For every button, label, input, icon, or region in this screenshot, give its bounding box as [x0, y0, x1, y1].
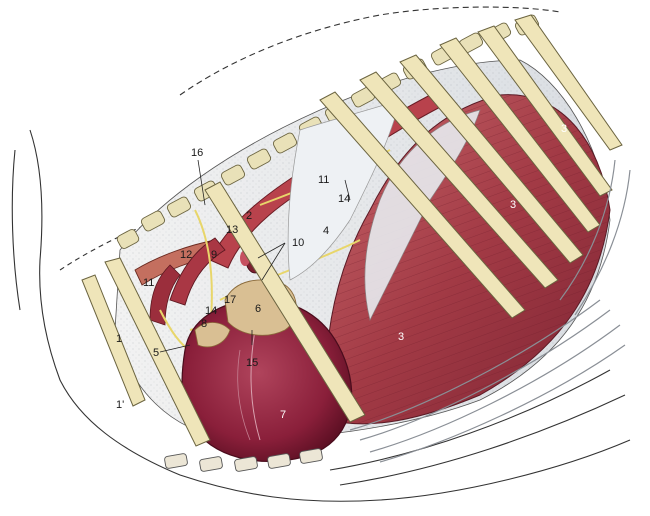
label-2: 2: [246, 210, 252, 222]
label-9: 9: [211, 249, 217, 261]
label-10: 10: [292, 237, 304, 249]
label-3-middle: 3: [510, 199, 516, 211]
label-3-upper: 3: [561, 123, 567, 135]
body-outline: [11, 6, 631, 502]
label-13: 13: [226, 224, 238, 236]
sternum: [164, 448, 323, 472]
label-14-upper: 14: [338, 193, 350, 205]
leader-lines: [159, 159, 351, 353]
label-16: 16: [191, 147, 203, 159]
label-4: 4: [323, 225, 329, 237]
label-5: 5: [153, 347, 159, 359]
label-14-lower: 14: [205, 305, 217, 317]
label-1: 1: [116, 333, 122, 345]
label-8: 8: [201, 318, 207, 330]
label-11-upper: 11: [318, 174, 329, 186]
brachiocephalic-vessels: [169, 237, 226, 306]
label-3-lower: 3: [398, 331, 404, 343]
label-1-prime: 1': [116, 399, 124, 411]
label-11-lower: 11: [143, 277, 154, 289]
label-17: 17: [224, 294, 236, 306]
label-15: 15: [246, 357, 258, 369]
label-12: 12: [180, 249, 192, 261]
label-7: 7: [280, 409, 286, 421]
label-6: 6: [255, 303, 261, 315]
ribs: [81, 14, 623, 447]
costal-cartilages: [349, 159, 631, 463]
